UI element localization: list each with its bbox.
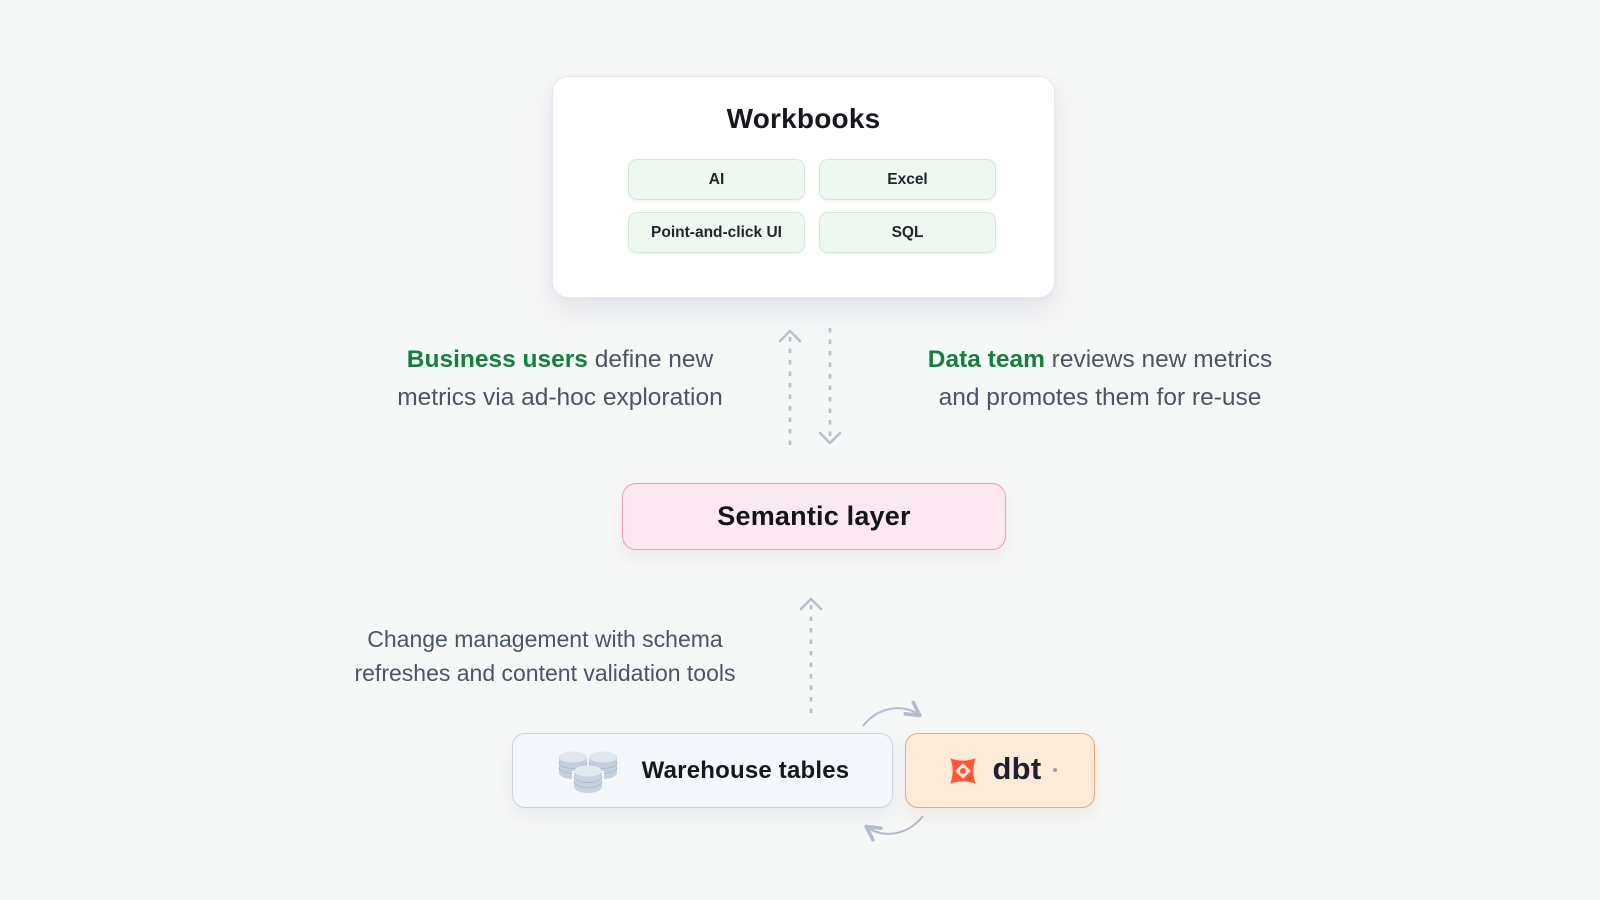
annotation-lead: Business users — [406, 346, 588, 373]
annotation-line: and promotes them for re-use — [875, 379, 1325, 417]
annotation-business-users: Business users define new metrics via ad… — [335, 341, 785, 417]
annotation-line: Change management with schema — [325, 622, 765, 656]
annotation-rest: define new — [587, 346, 714, 373]
annotation-line: metrics via ad-hoc exploration — [335, 379, 785, 417]
warehouse-tables-label: Warehouse tables — [641, 756, 850, 784]
chip-point-and-click-ui: Point-and-click UI — [628, 212, 805, 253]
annotation-rest: reviews new metrics — [1044, 346, 1273, 373]
chip-excel: Excel — [819, 159, 996, 200]
annotation-lead: Data team — [927, 346, 1045, 373]
workbooks-card: Workbooks AI Excel Point-and-click UI SQ… — [552, 76, 1055, 298]
annotation-rest: Change management with schema — [367, 626, 723, 652]
curved-arrow-right-icon — [862, 700, 922, 727]
annotation-line: refreshes and content validation tools — [325, 656, 765, 690]
workbooks-title: Workbooks — [726, 103, 881, 134]
annotation-line: Business users define new — [335, 341, 785, 379]
dbt-trademark-dot — [1052, 767, 1057, 772]
annotation-change-management: Change management with schema refreshes … — [325, 622, 765, 690]
annotation-data-team: Data team reviews new metrics and promot… — [875, 341, 1325, 417]
chip-ai: AI — [628, 159, 805, 200]
annotation-rest: metrics via ad-hoc exploration — [397, 384, 723, 411]
dashed-arrow-up-icon — [778, 329, 802, 446]
dbt-wordmark: dbt — [992, 750, 1042, 786]
annotation-line: Data team reviews new metrics — [875, 341, 1325, 379]
database-cylinders-icon — [558, 751, 618, 795]
chip-sql: SQL — [819, 212, 996, 253]
curved-arrow-left-icon — [864, 815, 924, 842]
semantic-layer-label: Semantic layer — [717, 501, 911, 531]
dbt-pinwheel-logo — [950, 757, 977, 784]
dbt-box: dbt — [905, 733, 1095, 808]
dashed-arrow-up-icon — [799, 597, 823, 714]
dashed-arrow-down-icon — [818, 328, 842, 445]
semantic-layer-box: Semantic layer — [622, 483, 1006, 550]
annotation-rest: refreshes and content validation tools — [354, 660, 736, 686]
warehouse-tables-box: Warehouse tables — [512, 733, 893, 808]
annotation-rest: and promotes them for re-use — [938, 384, 1262, 411]
